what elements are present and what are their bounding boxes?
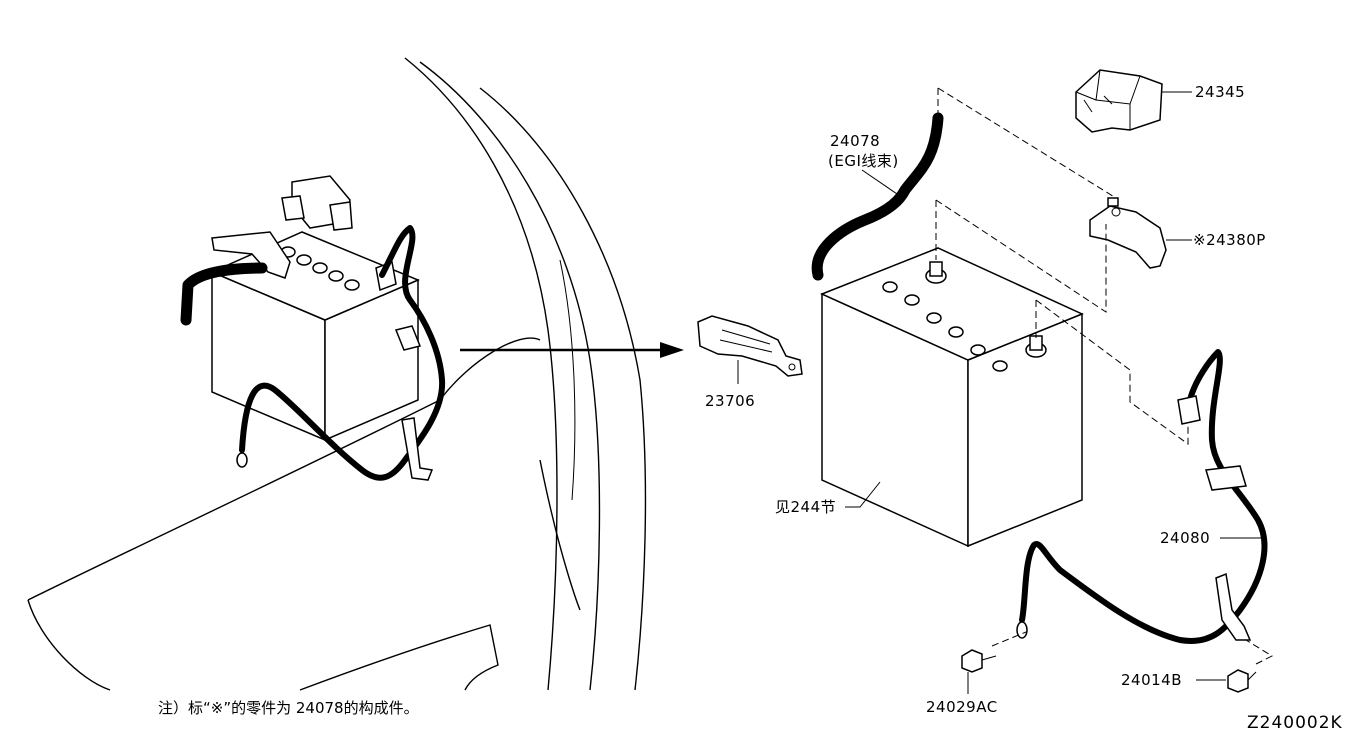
installed-battery-assembly [180, 175, 446, 481]
arrow-pointer [460, 342, 684, 358]
assembly-dashed-lines [935, 87, 1274, 665]
label-24080: 24080 [1160, 529, 1210, 547]
label-24029ac: 24029AC [926, 698, 998, 716]
diagram-code: Z240002K [1247, 713, 1343, 733]
part-24029ac-bolt[interactable] [961, 649, 997, 673]
label-24078-note: (EGI线束) [828, 152, 899, 170]
leader-battery [845, 481, 881, 508]
label-23706: 23706 [705, 392, 755, 410]
part-24380p-fusible-link[interactable] [1089, 197, 1167, 269]
part-24014b-bolt[interactable] [1227, 669, 1257, 693]
label-24014b: 24014B [1121, 671, 1182, 689]
leader-24078 [861, 169, 901, 197]
label-24345: 24345 [1195, 83, 1245, 101]
label-24380p: ※24380P [1193, 231, 1266, 249]
battery[interactable] [820, 247, 1084, 548]
part-23706-bracket[interactable] [697, 315, 803, 377]
part-24345-cover[interactable] [1075, 69, 1163, 133]
part-24078-harness[interactable] [811, 112, 944, 281]
part-24080-cable[interactable] [1016, 349, 1268, 644]
label-24078: 24078 [830, 132, 880, 150]
label-battery-ref: 见244节 [775, 498, 836, 516]
footnote: 注）标“※”的零件为 24078的构成件。 [158, 699, 419, 717]
